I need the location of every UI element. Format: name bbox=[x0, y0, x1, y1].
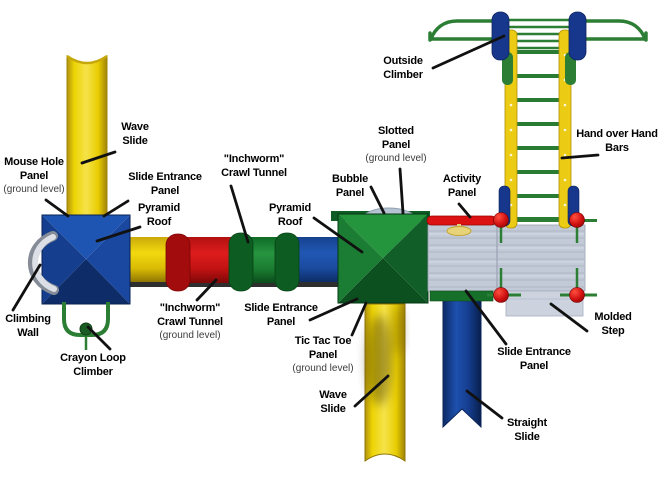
pointer-line-activity-panel bbox=[457, 202, 472, 219]
pointer-line-pyramid-roof-1 bbox=[95, 225, 142, 243]
pointer-line-crayon-loop-climber bbox=[86, 325, 112, 351]
connector-balls bbox=[493, 212, 585, 303]
climbing-wall-structure bbox=[27, 231, 59, 295]
pointer-line-slotted-panel bbox=[398, 167, 405, 215]
pointer-line-slide-entrance-panel-2 bbox=[308, 297, 359, 322]
pointer-line-inchworm-crawl-tunnel-1 bbox=[229, 184, 250, 244]
pointer-line-bubble-panel bbox=[369, 185, 386, 215]
slide-entrance-bar bbox=[429, 290, 494, 302]
deck-structure bbox=[427, 224, 586, 292]
pointer-lines bbox=[11, 34, 600, 420]
pointer-line-straight-slide bbox=[465, 389, 504, 420]
hand-over-hand-bars-structure bbox=[428, 11, 648, 297]
straight-slide-structure bbox=[442, 298, 482, 429]
pointer-line-wave-slide-bottom bbox=[353, 374, 390, 408]
pointer-line-slide-entrance-panel-3 bbox=[464, 289, 508, 346]
pointer-line-slide-entrance-panel-1 bbox=[102, 199, 130, 218]
pointer-line-wave-slide-top bbox=[80, 150, 117, 165]
pointer-line-outside-climber bbox=[431, 34, 506, 70]
pointer-line-mouse-hole-panel bbox=[44, 198, 70, 218]
pointer-line-tic-tac-toe-panel bbox=[350, 301, 368, 337]
pointer-line-hand-over-hand-bars bbox=[560, 153, 600, 160]
wave-slide-center-structure bbox=[364, 303, 406, 462]
pointer-line-pyramid-roof-2 bbox=[312, 216, 364, 254]
activity-panel-structure bbox=[426, 215, 497, 236]
crawl-tunnel-structure bbox=[128, 232, 340, 292]
pointer-line-inchworm-crawl-tunnel-2 bbox=[195, 278, 218, 302]
crayon-loop-climber-structure bbox=[62, 302, 110, 350]
wave-slide-left-structure bbox=[66, 54, 108, 219]
pointer-line-molded-step bbox=[549, 302, 589, 333]
pyramid-roof-green-structure bbox=[337, 213, 429, 304]
pointer-line-climbing-wall bbox=[11, 263, 42, 312]
